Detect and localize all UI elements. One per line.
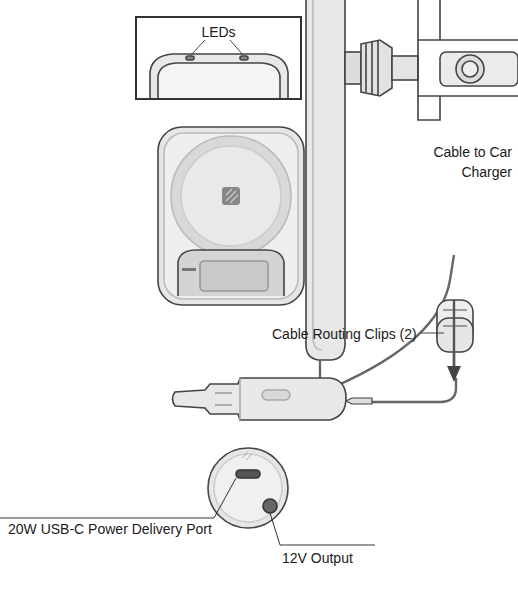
mount-front-view	[158, 127, 304, 305]
car-charger	[173, 378, 347, 420]
clips-label: Cable Routing Clips (2)	[272, 326, 417, 342]
port-label: 20W USB-C Power Delivery Port	[8, 521, 212, 537]
output-label: 12V Output	[282, 550, 353, 566]
cable-label: Cable to Car Charger	[417, 142, 512, 182]
led-label: LEDs	[137, 24, 300, 40]
cable-routing-clips	[420, 300, 473, 382]
mount-side-view	[306, 0, 518, 360]
inset-box: LEDs	[135, 16, 302, 100]
led-inset-art	[150, 40, 288, 99]
charger-face	[0, 448, 375, 545]
